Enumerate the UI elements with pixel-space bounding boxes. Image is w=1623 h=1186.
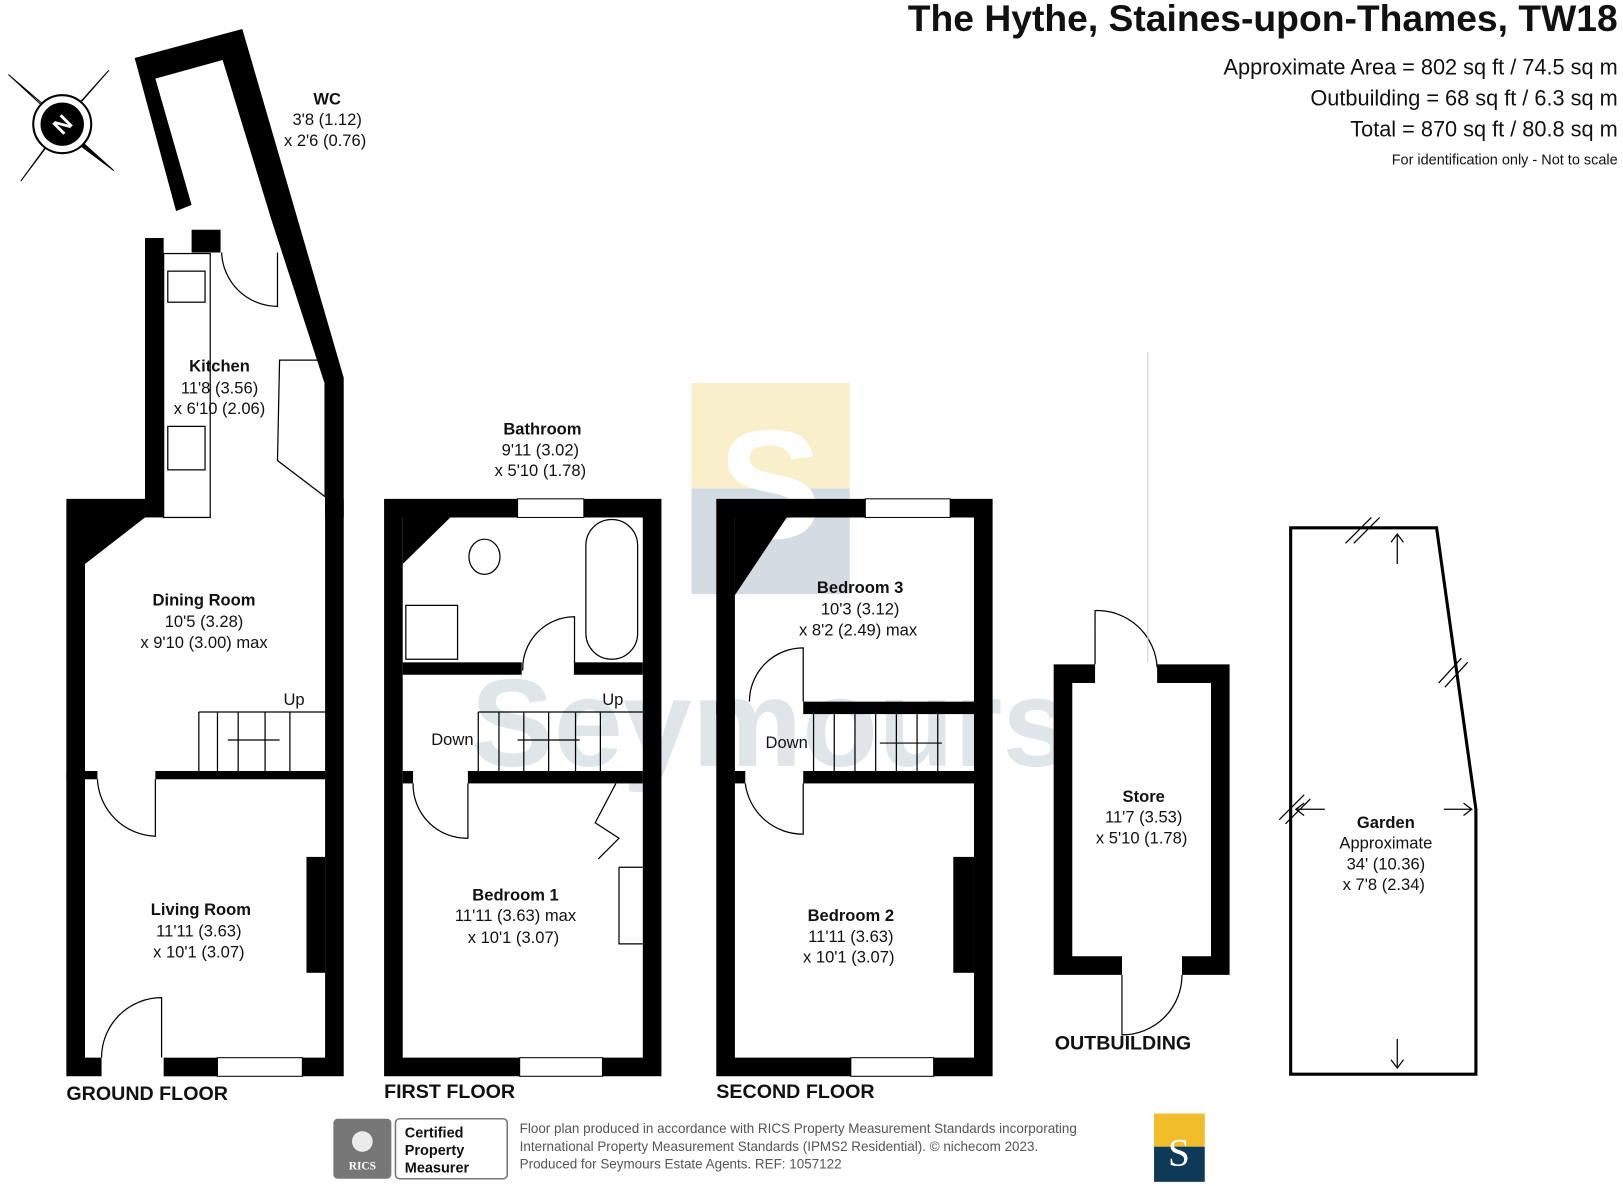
second-floor-plan	[716, 498, 993, 1077]
room-kitchen-dim2: x 6'10 (2.06)	[174, 399, 265, 418]
room-bedroom3-dim2: x 8'2 (2.49) max	[799, 620, 918, 639]
room-store-dim2: x 5'10 (1.78)	[1096, 828, 1187, 847]
room-living-dim1: 11'11 (3.63)	[156, 922, 241, 941]
rics-badge: RICS Certified Property Measurer	[333, 1117, 509, 1180]
room-store-name: Store	[1123, 787, 1165, 806]
stairs-down-label: Down	[431, 730, 473, 749]
room-wc-dim1: 3'8 (1.12)	[292, 110, 361, 129]
room-bedroom2-dim2: x 10'1 (3.07)	[803, 947, 894, 966]
footer-line-3: Produced for Seymours Estate Agents. REF…	[520, 1156, 842, 1171]
footer-line-1: Floor plan produced in accordance with R…	[520, 1121, 1077, 1136]
room-bathroom-dim1: 9'11 (3.02)	[502, 440, 579, 459]
garden-name: Garden	[1357, 813, 1415, 832]
room-bedroom2-name: Bedroom 2	[808, 906, 894, 925]
first-floor-label: FIRST FLOOR	[384, 1081, 515, 1103]
svg-text:RICS: RICS	[349, 1160, 376, 1172]
garden-approx: Approximate	[1339, 834, 1432, 853]
room-bathroom-dim2: x 5'10 (1.78)	[495, 461, 586, 480]
stairs-down-label: Down	[766, 733, 808, 752]
room-bedroom3-dim1: 10'3 (3.12)	[821, 600, 900, 619]
stairs-up-label: Up	[602, 690, 623, 709]
garden-dim2: x 7'8 (2.34)	[1343, 875, 1425, 894]
ground-floor-plan	[66, 28, 344, 1077]
garden-plan	[1278, 517, 1478, 1076]
room-bedroom2-dim1: 11'11 (3.63)	[808, 927, 893, 946]
room-dining-dim1: 10'5 (3.28)	[165, 612, 244, 631]
area-total: Total = 870 sq ft / 80.8 sq m	[1350, 117, 1617, 142]
room-bedroom1-dim1: 11'11 (3.63) max	[455, 906, 577, 925]
outbuilding-label: OUTBUILDING	[1055, 1032, 1192, 1054]
outbuilding-plan	[1053, 351, 1230, 1036]
svg-text:Property: Property	[405, 1143, 465, 1159]
room-wc-dim2: x 2'6 (0.76)	[284, 131, 366, 150]
room-wc-name: WC	[313, 90, 341, 109]
room-kitchen-name: Kitchen	[189, 357, 250, 376]
room-kitchen-dim1: 11'8 (3.56)	[181, 378, 258, 397]
garden-dim1: 34' (10.36)	[1347, 854, 1426, 873]
room-bedroom1-dim2: x 10'1 (3.07)	[468, 928, 559, 947]
stairs-up-label: Up	[283, 690, 304, 709]
room-living-name: Living Room	[151, 900, 251, 919]
svg-text:Certified: Certified	[405, 1125, 464, 1141]
svg-text:S: S	[1168, 1130, 1190, 1174]
room-living-dim2: x 10'1 (3.07)	[153, 942, 244, 961]
room-dining-dim2: x 9'10 (3.00) max	[140, 633, 268, 652]
room-store-dim1: 11'7 (3.53)	[1105, 808, 1182, 827]
area-outbuilding: Outbuilding = 68 sq ft / 6.3 sq m	[1310, 86, 1617, 111]
first-floor-plan	[384, 498, 662, 1077]
room-dining-name: Dining Room	[153, 590, 256, 609]
room-bedroom1-name: Bedroom 1	[472, 885, 558, 904]
area-approx: Approximate Area = 802 sq ft / 74.5 sq m	[1224, 55, 1618, 80]
room-bathroom-name: Bathroom	[503, 420, 581, 439]
compass-icon: N	[8, 70, 115, 182]
ground-floor-label: GROUND FLOOR	[66, 1083, 228, 1105]
disclaimer: For identification only - Not to scale	[1392, 153, 1618, 169]
svg-text:Seymours: Seymours	[471, 655, 1071, 793]
seymours-logo: S	[1154, 1113, 1205, 1182]
footer-line-2: International Property Measurement Stand…	[520, 1139, 1039, 1154]
svg-text:Measurer: Measurer	[405, 1161, 470, 1177]
room-bedroom3-name: Bedroom 3	[817, 578, 903, 597]
page-title: The Hythe, Staines-upon-Thames, TW18	[908, 0, 1618, 39]
second-floor-label: SECOND FLOOR	[716, 1081, 874, 1103]
